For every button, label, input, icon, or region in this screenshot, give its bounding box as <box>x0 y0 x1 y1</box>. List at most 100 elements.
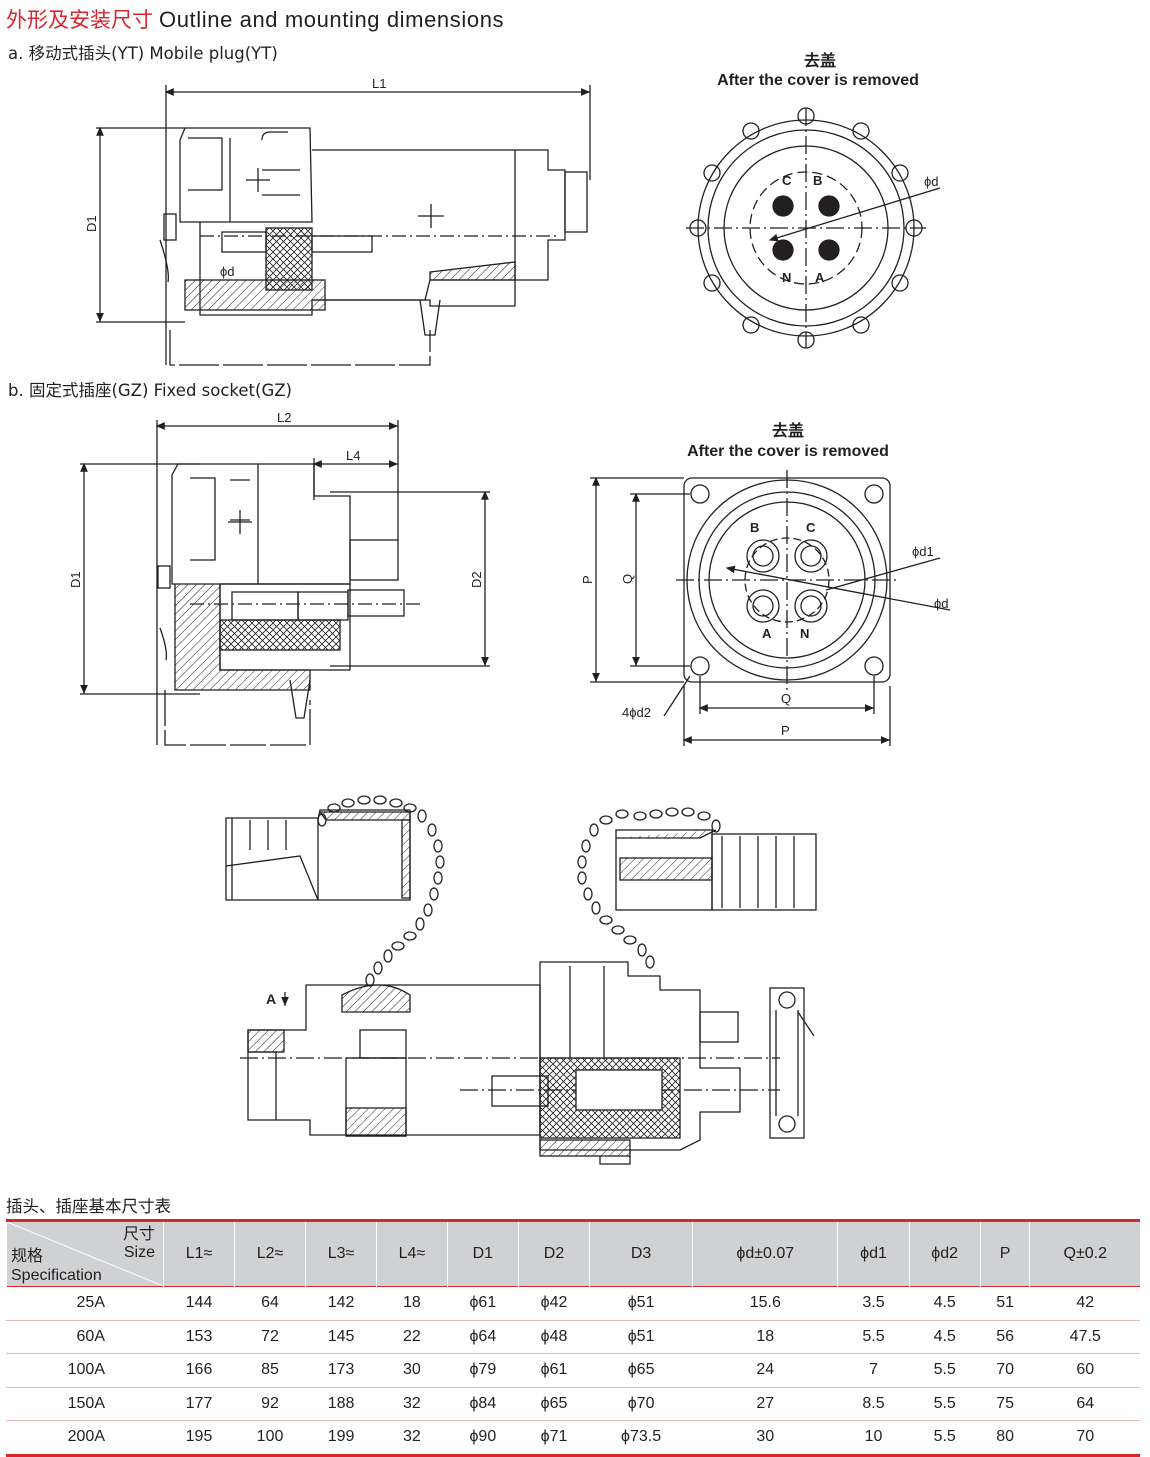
plug-side-view: L1 D1 ϕd <box>84 76 591 366</box>
cover-removed-cn-b: 去盖 <box>772 421 804 440</box>
table-cell: 144 <box>162 1286 235 1321</box>
cell-size: 150A <box>6 1387 164 1421</box>
technical-drawings: L1 D1 ϕd 去盖 After the cover is removed <box>68 51 951 1165</box>
section-A-label: A <box>266 991 276 1007</box>
table-cell: 30 <box>692 1420 838 1456</box>
table-cell: 70 <box>979 1353 1030 1388</box>
socket-front-view: 去盖 After the cover is removed P Q Q P ϕd… <box>580 421 951 746</box>
table-cell: ϕ70 <box>589 1387 693 1421</box>
corner-size-en: Size <box>123 1244 155 1261</box>
page-title-cn: 外形及安装尺寸 <box>6 8 153 32</box>
pin-A-a: A <box>815 270 825 285</box>
table-cell: 100 <box>234 1420 306 1456</box>
socket-side-view: L2 L4 D1 D2 <box>68 410 490 746</box>
cover-removed-en-a: After the cover is removed <box>717 72 919 89</box>
table-cell: ϕ65 <box>517 1387 590 1421</box>
table-cell: ϕ51 <box>589 1320 693 1354</box>
table-cell: 188 <box>305 1387 377 1421</box>
table-cell: ϕ65 <box>589 1353 693 1388</box>
table-cell: 15.6 <box>692 1286 838 1321</box>
col-header: L1≈ <box>162 1220 235 1287</box>
section-a-heading: a. 移动式插头(YT) Mobile plug(YT) <box>8 44 278 63</box>
right-chain <box>577 807 721 969</box>
table-cell: 51 <box>979 1286 1030 1321</box>
table-cell: 72 <box>234 1320 306 1354</box>
pin-C-b: C <box>806 520 816 535</box>
table-cell: 42 <box>1029 1286 1140 1321</box>
cover-removed-en-b: After the cover is removed <box>687 443 889 460</box>
dim-D1-label: D1 <box>84 215 99 232</box>
phi-d-label-side: ϕd <box>220 264 235 279</box>
col-header: D2 <box>517 1220 590 1287</box>
table-cell: ϕ51 <box>589 1286 693 1321</box>
table-cell: 153 <box>162 1320 235 1354</box>
table-cell: 18 <box>692 1320 838 1354</box>
table-cell: 92 <box>234 1387 306 1421</box>
table-cell: 32 <box>376 1387 448 1421</box>
table-title: 插头、插座基本尺寸表 <box>6 1197 171 1216</box>
table-cell: 80 <box>979 1420 1030 1456</box>
col-header: ϕd2 <box>908 1220 981 1287</box>
col-header: ϕd1 <box>837 1220 910 1287</box>
table-cell: 142 <box>305 1286 377 1321</box>
corner-spec-en: Specification <box>11 1267 102 1284</box>
table-cell: 4.5 <box>908 1320 981 1354</box>
table-cell: 177 <box>162 1387 235 1421</box>
plug-front-view: 去盖 After the cover is removed ϕd C B N A <box>686 51 941 349</box>
corner-spec-cn: 规格 <box>11 1248 44 1265</box>
col-header: D1 <box>446 1220 519 1287</box>
table-cell: 3.5 <box>837 1286 910 1321</box>
four-phi-d2-label: 4ϕd2 <box>622 705 651 720</box>
table-cell: 70 <box>1029 1420 1140 1456</box>
table-cell: 8.5 <box>837 1387 910 1421</box>
col-header: ϕd±0.07 <box>692 1220 838 1287</box>
assembly-view: A <box>225 795 817 1165</box>
table-cell: 64 <box>234 1286 306 1321</box>
col-header: L4≈ <box>376 1220 448 1287</box>
corner-size-cn: 尺寸 <box>122 1226 155 1243</box>
col-header: Q±0.2 <box>1029 1220 1140 1287</box>
dim-D2-label: D2 <box>469 571 484 588</box>
dim-P-horiz-label: P <box>781 723 790 738</box>
col-header: P <box>979 1220 1030 1287</box>
phi-d-label-socket: ϕd <box>934 596 949 611</box>
table-cell: ϕ42 <box>517 1286 590 1321</box>
table-cell: 32 <box>376 1420 448 1456</box>
col-header: L2≈ <box>234 1220 306 1287</box>
dim-P-vert-label: P <box>580 575 595 584</box>
table-cell: 30 <box>376 1353 448 1388</box>
table-cell: ϕ84 <box>446 1387 519 1421</box>
cell-size: 60A <box>6 1320 164 1354</box>
corner-diagonal <box>7 1222 163 1286</box>
table-cell: 5.5 <box>908 1387 981 1421</box>
page-title-en: Outline and mounting dimensions <box>159 7 505 32</box>
table-cell: 5.5 <box>908 1353 981 1388</box>
table-cell: 56 <box>979 1320 1030 1354</box>
phi-d-label-front: ϕd <box>924 174 939 189</box>
table-cell: ϕ61 <box>446 1286 519 1321</box>
dim-D1-label-b: D1 <box>68 571 83 588</box>
table-cell: 166 <box>162 1353 235 1388</box>
table-cell: 60 <box>1029 1353 1140 1388</box>
col-header: L3≈ <box>305 1220 377 1287</box>
pin-A-b: A <box>762 626 772 641</box>
table-cell: 7 <box>837 1353 910 1388</box>
dim-L4-label: L4 <box>346 448 360 463</box>
dim-Q-horiz-label: Q <box>781 691 791 706</box>
table-cell: 24 <box>692 1353 838 1388</box>
table-cell: 10 <box>837 1420 910 1456</box>
table-cell: ϕ61 <box>517 1353 590 1388</box>
dim-Q-vert-label: Q <box>620 574 635 584</box>
pin-N-a: N <box>782 270 791 285</box>
dim-L2-label: L2 <box>277 410 291 425</box>
table-cell: 145 <box>305 1320 377 1354</box>
table-cell: 18 <box>376 1286 448 1321</box>
